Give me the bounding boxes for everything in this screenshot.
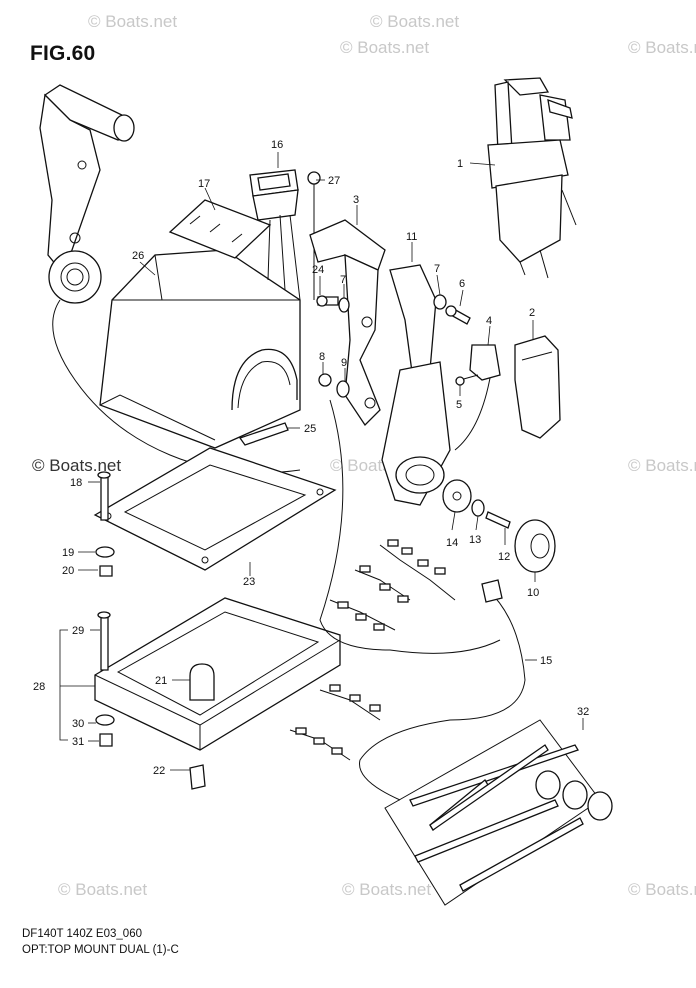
callout-27: 27 bbox=[328, 175, 340, 187]
callout-15: 15 bbox=[540, 655, 552, 667]
callout-28: 28 bbox=[33, 681, 45, 693]
callout-10: 10 bbox=[527, 587, 539, 599]
callout-1: 1 bbox=[457, 158, 463, 170]
gasket bbox=[93, 447, 337, 571]
top-cover bbox=[99, 249, 301, 449]
switch bbox=[249, 169, 301, 301]
callout-25: 25 bbox=[304, 423, 316, 435]
watermark: © Boats.net bbox=[628, 38, 696, 57]
watermark: © Boats.net bbox=[88, 12, 178, 31]
shift-lever-hub bbox=[381, 264, 451, 506]
remote-control-assembly bbox=[487, 77, 577, 279]
switch-bracket bbox=[168, 199, 272, 259]
callout-17: 17 bbox=[198, 178, 210, 190]
bolt-washer-nut-left bbox=[95, 471, 115, 577]
hub-components bbox=[442, 479, 556, 573]
callout-30: 30 bbox=[72, 718, 84, 730]
callout-13: 13 bbox=[469, 534, 481, 546]
wire-harness bbox=[289, 399, 526, 801]
callout-5: 5 bbox=[456, 399, 462, 411]
callout-32: 32 bbox=[577, 706, 589, 718]
callout-9: 9 bbox=[341, 357, 347, 369]
footer-code: DF140T 140Z E03_060 bbox=[22, 928, 142, 940]
watermark: © Boats.net bbox=[342, 880, 432, 899]
callout-labels: 1 2 3 4 5 6 7 7 8 9 10 11 12 13 14 15 16… bbox=[33, 139, 589, 777]
callout-7a: 7 bbox=[340, 274, 346, 286]
fasteners-middle bbox=[316, 295, 350, 398]
callout-21: 21 bbox=[155, 675, 167, 687]
watermark: © Boats.net bbox=[628, 880, 696, 899]
cable-tie-kit bbox=[384, 719, 613, 906]
callout-7b: 7 bbox=[434, 263, 440, 275]
watermark: © Boats.net bbox=[340, 38, 430, 57]
base-mount bbox=[94, 597, 341, 751]
watermark: © Boats.net bbox=[628, 456, 696, 475]
callout-29: 29 bbox=[72, 625, 84, 637]
callout-24: 24 bbox=[312, 264, 324, 276]
callout-3: 3 bbox=[353, 194, 359, 206]
control-lever-arm bbox=[309, 219, 386, 427]
callout-26: 26 bbox=[132, 250, 144, 262]
watermark: © Boats.net bbox=[370, 12, 460, 31]
callout-31: 31 bbox=[72, 736, 84, 748]
throttle-handle-lever bbox=[39, 84, 301, 474]
cover-plate bbox=[238, 422, 289, 446]
callout-14: 14 bbox=[446, 537, 458, 549]
callout-20: 20 bbox=[62, 565, 74, 577]
callout-11: 11 bbox=[406, 231, 417, 243]
callout-12: 12 bbox=[498, 551, 510, 563]
watermark: © Boats.net bbox=[58, 880, 148, 899]
footer-description: OPT:TOP MOUNT DUAL (1)-C bbox=[22, 944, 179, 956]
bolt-washer-nut-base bbox=[95, 611, 115, 747]
callout-16: 16 bbox=[271, 139, 283, 151]
sensor-and-screw bbox=[454, 344, 501, 451]
callout-23: 23 bbox=[243, 576, 255, 588]
callout-8: 8 bbox=[319, 351, 325, 363]
figure-title: FIG.60 bbox=[30, 42, 96, 65]
leader-lines bbox=[59, 152, 584, 771]
clip bbox=[189, 764, 206, 790]
callout-19: 19 bbox=[62, 547, 74, 559]
callout-4: 4 bbox=[486, 315, 492, 327]
callout-18: 18 bbox=[70, 477, 82, 489]
callout-2: 2 bbox=[529, 307, 535, 319]
callout-6: 6 bbox=[459, 278, 465, 290]
watermark: © Boats.net bbox=[32, 456, 122, 475]
handle-grip bbox=[514, 335, 561, 439]
callout-22: 22 bbox=[153, 765, 165, 777]
fasteners-right bbox=[433, 294, 471, 325]
